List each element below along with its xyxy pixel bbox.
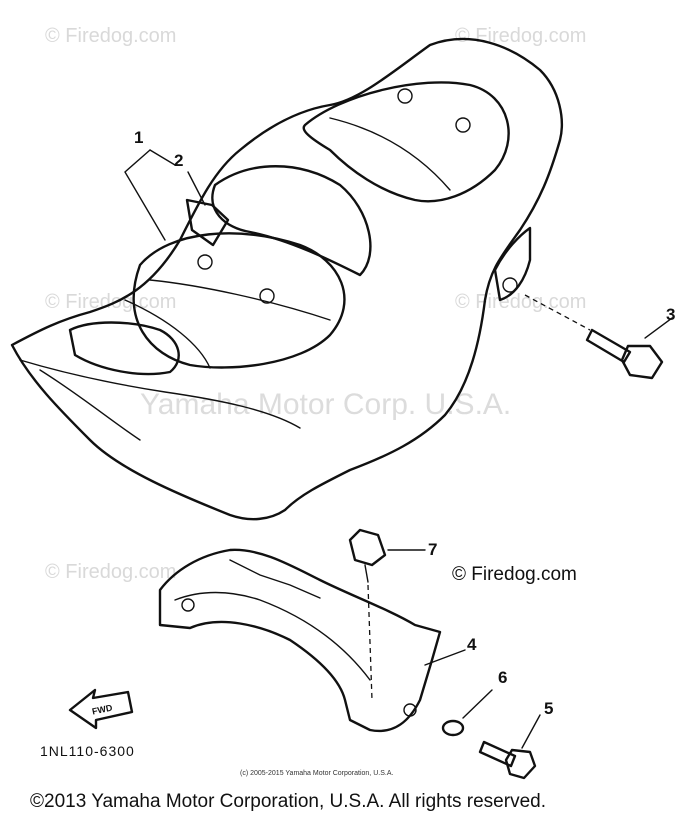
small-copyright: (c) 2005-2015 Yamaha Motor Corporation, …: [240, 770, 393, 777]
watermark-mid-left: © Firedog.com: [45, 291, 176, 313]
fwd-arrow: FWD: [68, 688, 134, 730]
watermark-low-left: © Firedog.com: [45, 561, 176, 583]
callout-layer: 1 2 3 4 5 6 7: [134, 128, 675, 718]
bolt-3-drawing: [524, 294, 673, 380]
watermark-top-left: © Firedog.com: [45, 25, 176, 47]
callout-6: 6: [498, 668, 507, 687]
fwd-label: FWD: [91, 702, 114, 716]
callout-2: 2: [174, 151, 183, 170]
bolt-5-drawing: [478, 714, 541, 780]
watermark-top-right: © Firedog.com: [455, 25, 586, 47]
firedog-credit: © Firedog.com: [452, 564, 577, 585]
seat-drawing: [10, 37, 563, 521]
washer-6-drawing: [441, 689, 493, 737]
bracket-4-drawing: [158, 548, 466, 733]
callout-3: 3: [666, 305, 675, 324]
callout-5: 5: [544, 699, 553, 718]
callout-4: 4: [467, 635, 477, 654]
part-number: 1NL110-6300: [40, 743, 135, 759]
footer-copyright: ©2013 Yamaha Motor Corporation, U.S.A. A…: [30, 791, 546, 812]
clip-7-drawing: [348, 528, 426, 701]
callout-1: 1: [134, 128, 143, 147]
callout-7: 7: [428, 540, 437, 559]
watermark-layer: © Firedog.com © Firedog.com © Firedog.co…: [45, 25, 586, 583]
watermark-mid-right: © Firedog.com: [455, 291, 586, 313]
watermark-corp: Yamaha Motor Corp. U.S.A.: [140, 388, 511, 421]
